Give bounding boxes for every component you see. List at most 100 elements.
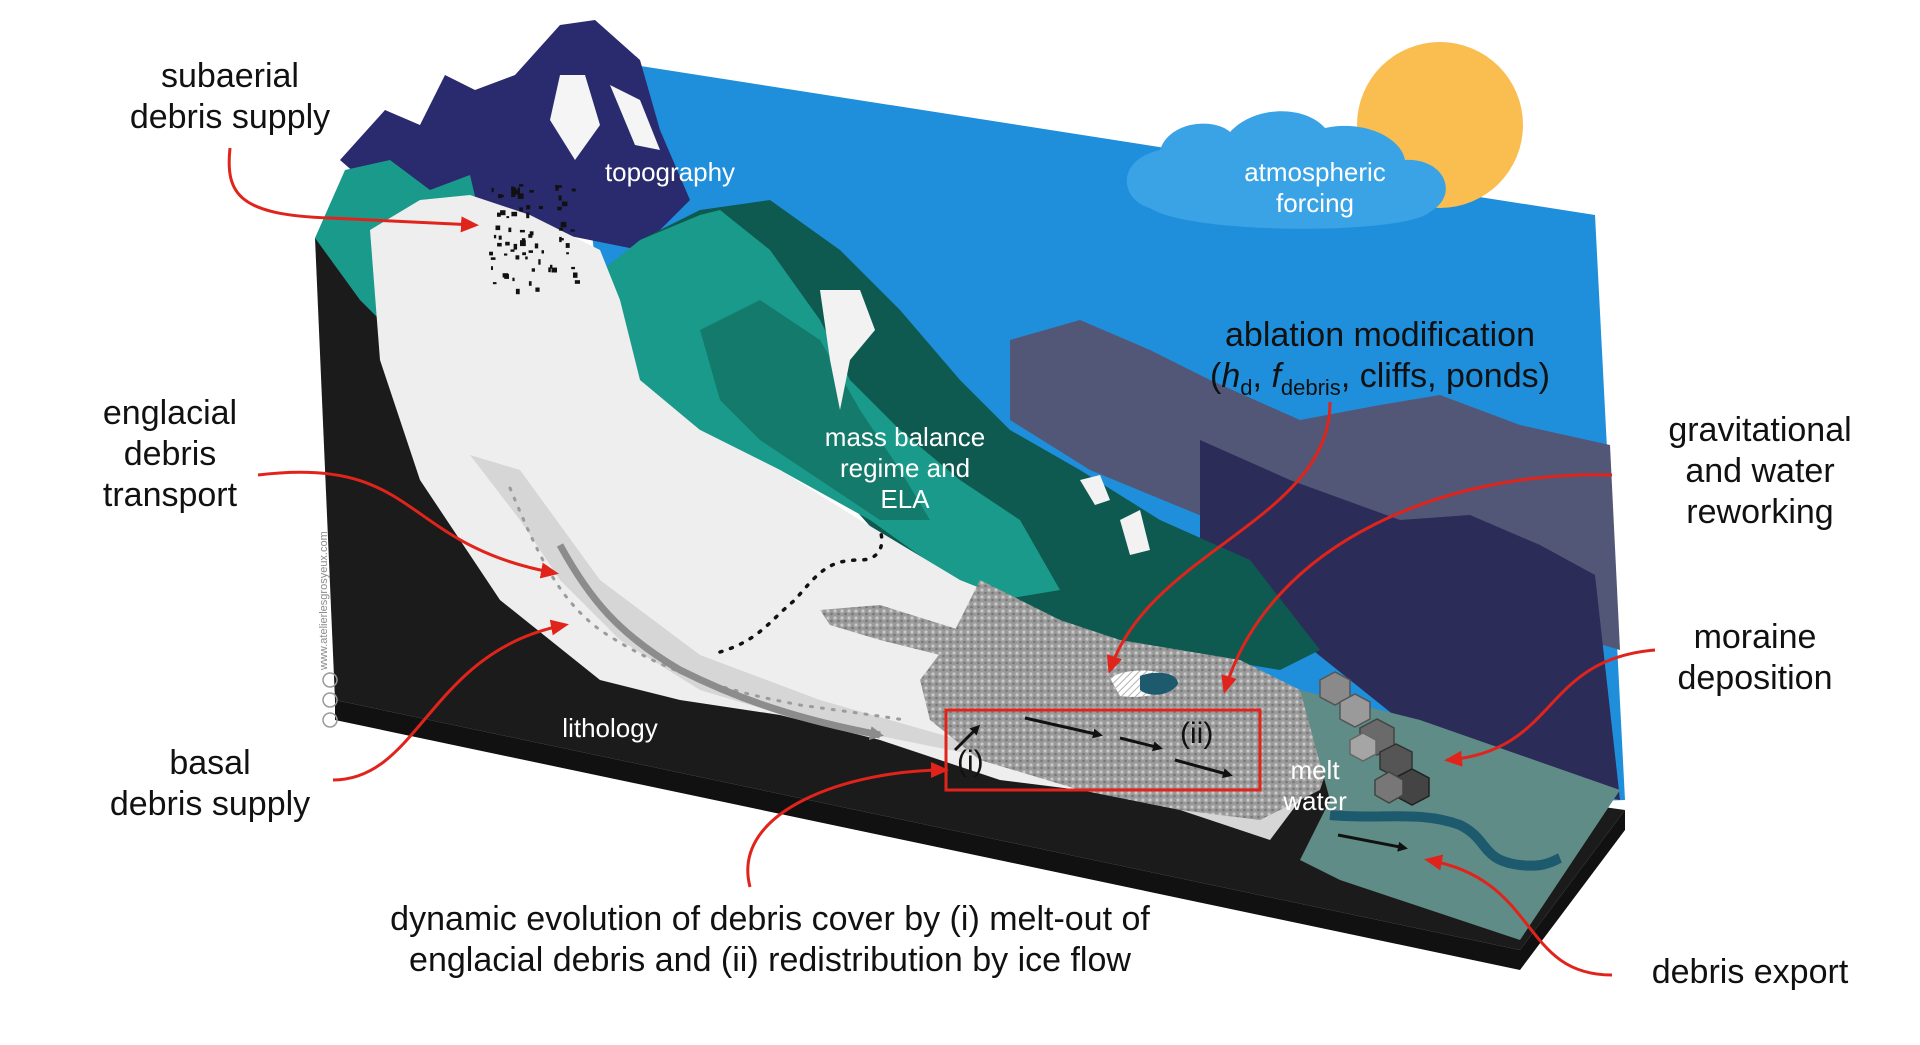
debris-particle: [571, 188, 576, 192]
debris-particle: [520, 240, 526, 247]
symbol-h: h: [1221, 357, 1241, 395]
debris-particle: [497, 212, 501, 217]
debris-particle: [511, 187, 516, 194]
debris-particle: [506, 216, 510, 219]
arrow-gravitational: [1221, 473, 1613, 694]
debris-particle: [525, 256, 528, 260]
arrow-basal: [332, 619, 569, 782]
watermark: www.atelierlesgrosyeux.com: [318, 531, 330, 670]
text-line: debris supply: [129, 98, 331, 136]
debris-particle: [500, 210, 506, 216]
text-line: englacial: [102, 394, 238, 432]
debris-particle: [571, 266, 575, 270]
ela-line: [718, 528, 884, 654]
medial-moraine: [820, 605, 990, 660]
text-line: transport: [102, 476, 238, 514]
debris-particle: [558, 195, 562, 201]
debris-particle: [491, 266, 493, 270]
snow-gully: [1080, 475, 1110, 505]
label-dynamic-evolution: dynamic evolution of debris cover by (i)…: [330, 899, 1210, 981]
label-ablation-modification: ablation modification (hd, fdebris, clif…: [1180, 315, 1580, 408]
debris-particle: [574, 280, 580, 284]
debris-particle: [519, 184, 524, 187]
snow-gully: [1120, 510, 1150, 555]
text-fragment: , cliffs, ponds): [1340, 357, 1550, 395]
debris-particle: [515, 255, 520, 260]
debris-particle: [538, 206, 543, 210]
debris-particle: [548, 267, 551, 273]
debris-particle: [526, 212, 530, 219]
debris-particle: [519, 229, 525, 233]
debris-particle: [517, 193, 524, 199]
debris-particle: [528, 234, 533, 238]
text-line: deposition: [1677, 659, 1833, 697]
debris-particle: [513, 243, 518, 250]
debris-particle: [528, 281, 532, 286]
text-line: forcing: [1275, 188, 1355, 218]
block-right-side: [1520, 810, 1625, 970]
label-englacial-debris-transport: englacial debris transport: [80, 393, 260, 516]
dynamic-evolution-box: [944, 708, 1262, 792]
label-lithology: lithology: [535, 713, 685, 744]
debris-particle: [512, 277, 515, 282]
debris-particle: [490, 257, 496, 260]
debris-particle: [510, 249, 515, 252]
debris-particle: [573, 272, 578, 278]
debris-particle: [508, 227, 512, 233]
arrow-export: [1424, 854, 1613, 977]
debris-particle: [505, 241, 510, 246]
teal-mountain-shadow: [700, 300, 930, 520]
debris-cover: [920, 580, 1340, 820]
label-subaerial-debris-supply: subaerial debris supply: [105, 56, 355, 138]
debris-particle: [534, 243, 539, 249]
label-gravitational-water-reworking: gravitational and water reworking: [1640, 410, 1880, 533]
subscript-d: d: [1240, 374, 1253, 400]
text-line: debris supply: [109, 785, 311, 823]
text-line: dynamic evolution of debris cover by (i)…: [390, 900, 1150, 938]
arrow-ablation: [1106, 401, 1332, 674]
debris-particle: [493, 234, 497, 239]
supraglacial-pond-water: [1140, 672, 1178, 695]
flow-arrow: [1119, 736, 1163, 752]
debris-particle: [521, 238, 526, 242]
text-line: topography: [604, 157, 736, 187]
text-line: atmospheric: [1244, 157, 1386, 187]
arrow-subaerial: [227, 147, 479, 233]
meltwater-stream: [1329, 810, 1563, 871]
debris-particle: [566, 252, 569, 255]
debris-particle: [497, 242, 502, 247]
label-atmospheric-forcing: atmospheric forcing: [1215, 157, 1415, 219]
debris-particle: [495, 225, 501, 231]
text-line: debris: [123, 435, 217, 473]
text-line: ELA: [880, 484, 930, 514]
debris-particle: [570, 229, 575, 232]
ablation-variables: (hd, fdebris, cliffs, ponds): [1180, 356, 1580, 408]
peak-snow: [550, 75, 600, 160]
text-line: mass balance: [824, 422, 986, 452]
debris-particle: [517, 187, 520, 194]
label-melt-water: melt water: [1260, 755, 1370, 817]
text-line: englacial debris and (ii) redistribution…: [409, 941, 1131, 979]
debris-particle: [526, 205, 531, 210]
block-bottom-edge: [335, 700, 1520, 970]
snow-gully: [820, 290, 875, 410]
debris-particle: [531, 268, 535, 272]
debris-particle: [492, 282, 497, 285]
subaerial-debris-particles: [489, 184, 580, 295]
annotation-arrows: [227, 147, 1656, 977]
debris-particle: [529, 231, 534, 236]
atmospheric-cloud: [1126, 111, 1446, 229]
debris-particle: [557, 206, 562, 211]
debris-particle: [498, 235, 502, 240]
peak-snow: [610, 85, 660, 150]
label-roman-i: (i): [957, 745, 984, 778]
debris-particle: [489, 251, 493, 256]
debris-particle: [565, 243, 570, 248]
debris-particle: [519, 207, 523, 212]
arrow-moraine: [1444, 648, 1656, 767]
text-line: debris export: [1651, 953, 1849, 991]
debris-particle: [550, 264, 553, 269]
moraine-boulders: [1319, 671, 1430, 806]
